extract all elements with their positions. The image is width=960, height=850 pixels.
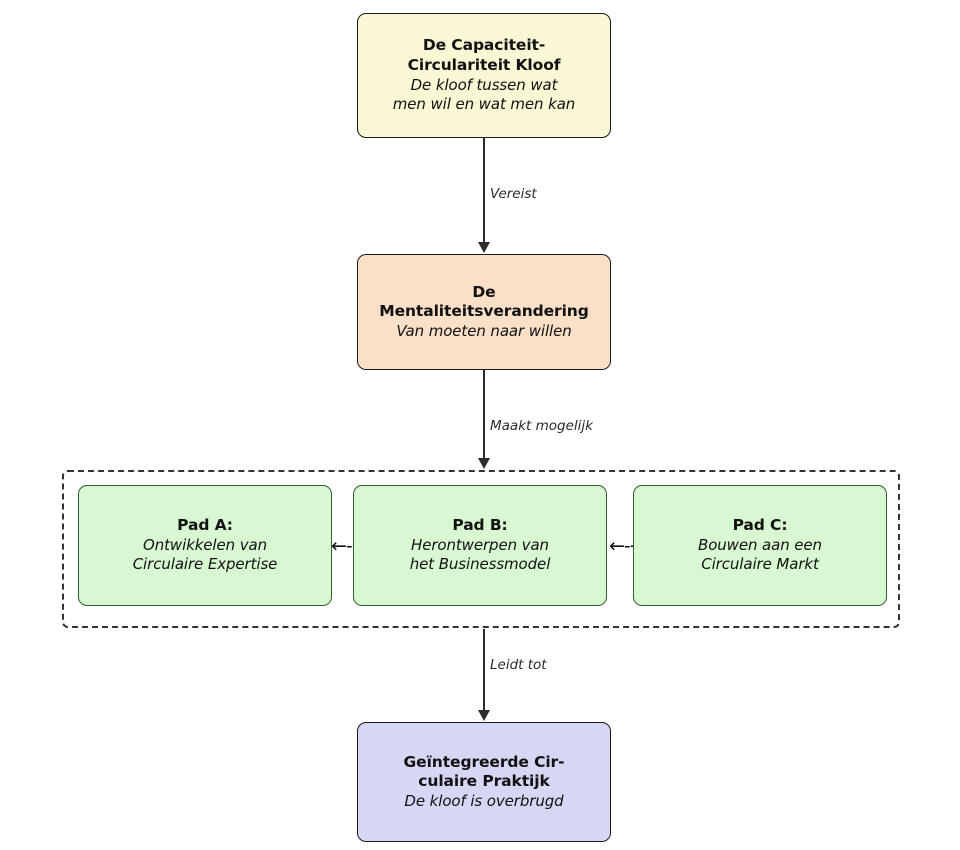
node-subtitle-line2: Circulaire Expertise — [132, 555, 278, 574]
node-title-line1: Geïntegreerde Cir- — [403, 752, 565, 771]
node-title-line2: culaire Praktijk — [418, 772, 550, 791]
node-pad-c[interactable]: Pad C: Bouwen aan een Circulaire Markt — [633, 485, 887, 606]
cluster-paden-container — [62, 470, 900, 628]
arrow-gap-to-mindset — [478, 138, 490, 253]
node-subtitle-line2: Circulaire Markt — [701, 555, 819, 574]
node-subtitle-line1: Herontwerpen van — [411, 536, 549, 555]
node-mentaliteitsverandering[interactable]: De Mentaliteitsverandering Van moeten na… — [357, 254, 611, 370]
node-title-line2: Circulariteit Kloof — [407, 56, 561, 75]
node-subtitle-line1: Ontwikkelen van — [143, 536, 267, 555]
node-subtitle-line1: De kloof tussen wat — [410, 76, 558, 95]
node-geintegreerde-circulaire-praktijk[interactable]: Geïntegreerde Cir- culaire Praktijk De k… — [357, 722, 611, 842]
node-subtitle: De kloof is overbrugd — [404, 792, 564, 811]
arrow-paths-to-practice — [478, 629, 490, 721]
node-pad-b[interactable]: Pad B: Herontwerpen van het Businessmode… — [353, 485, 607, 606]
node-title-line1: De Capaciteit- — [422, 36, 546, 55]
node-title: Pad B: — [452, 516, 508, 535]
node-subtitle-line2: het Businessmodel — [409, 555, 551, 574]
node-title: De Mentaliteitsverandering — [379, 282, 589, 321]
node-subtitle: Van moeten naar willen — [396, 322, 572, 341]
node-subtitle-line1: Bouwen aan een — [698, 536, 822, 555]
node-subtitle-line2: men wil en wat men kan — [392, 95, 576, 114]
edge-label-vereist: Vereist — [490, 186, 537, 202]
arrow-mindset-to-paths — [478, 370, 490, 469]
node-title: Pad C: — [732, 516, 788, 535]
bidirectional-arrow-pad-b-pad-c: ←-→ — [609, 535, 646, 557]
edge-label-maakt-mogelijk: Maakt mogelijk — [490, 418, 593, 434]
edge-label-leidt-tot: Leidt tot — [490, 657, 547, 673]
bidirectional-arrow-pad-a-pad-b: ←-→ — [331, 535, 368, 557]
node-capaciteit-circulariteit-kloof[interactable]: De Capaciteit- Circulariteit Kloof De kl… — [357, 13, 611, 138]
node-pad-a[interactable]: Pad A: Ontwikkelen van Circulaire Expert… — [78, 485, 332, 606]
node-title: Pad A: — [177, 516, 233, 535]
